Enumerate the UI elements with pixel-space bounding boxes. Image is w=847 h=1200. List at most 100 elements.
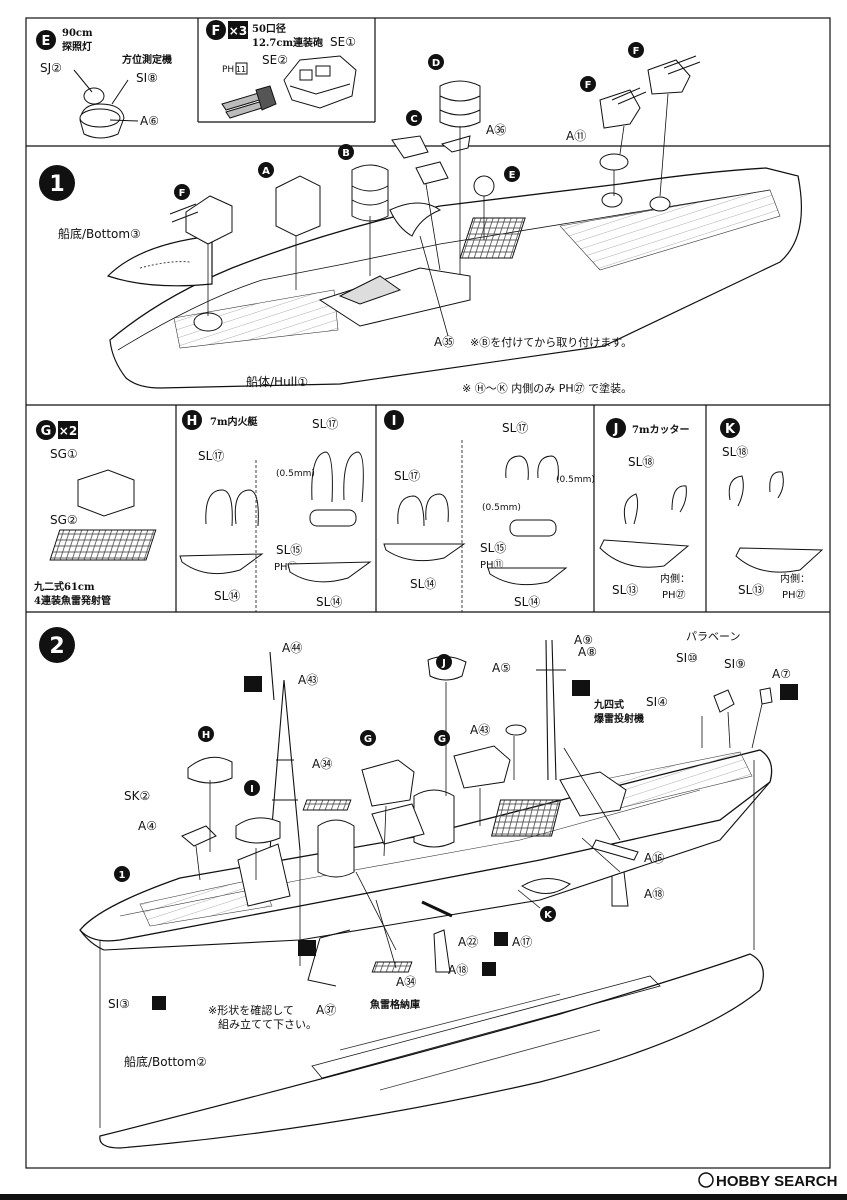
label-a18-b: A⑱ [448, 963, 468, 977]
panel-e-title: 90cm [62, 28, 93, 39]
panel-j: J 7mカッター SL⑱ SL⑬ 内側： PH㉗ [599, 418, 690, 601]
svg-text:1: 1 [49, 172, 64, 197]
svg-text:G: G [364, 734, 372, 745]
step2-callouts: H I G G J K 1 [114, 654, 556, 922]
svg-text:SL⑭: SL⑭ [316, 595, 342, 609]
torpedo-tube-rack [49, 529, 157, 561]
label-a5: A⑤ [492, 661, 511, 675]
svg-text:B: B [342, 148, 350, 159]
svg-text:K: K [544, 910, 553, 921]
svg-text:SL⑭: SL⑭ [214, 589, 240, 603]
panel-e-subtitle: 方位測定機 [122, 53, 172, 66]
svg-text:G: G [438, 734, 446, 745]
svg-text:F: F [585, 80, 592, 91]
step-2: 2 船底/Bottom② [39, 627, 798, 1149]
count-badge-f: ×3 [229, 24, 247, 38]
svg-text:内側：: 内側： [660, 572, 690, 585]
svg-text:SL⑰: SL⑰ [198, 449, 224, 463]
svg-text:H: H [202, 730, 210, 741]
svg-text:F: F [633, 46, 640, 57]
searchlight-part [73, 69, 139, 139]
panel-h: H 7m内火艇 SL⑰ SL⑰ (0.5mm) SL⑮ PH⑪ SL⑭ SL⑭ [179, 410, 372, 612]
launch-hull-1 [179, 553, 264, 575]
svg-text:A: A [262, 166, 270, 177]
note-attach: ※Ⓑを付けてから取り付けます。 [470, 336, 632, 349]
label-hull-1: 船体/Hull① [246, 375, 308, 389]
label-a6: A⑥ [140, 114, 159, 128]
svg-text:C: C [410, 114, 417, 125]
label-sg1: SG① [50, 447, 78, 461]
label-ph: PH [222, 65, 234, 75]
note-shape-1: ※形状を確認して [208, 1003, 294, 1017]
hull-part-1 [109, 167, 803, 389]
svg-text:(0.5mm): (0.5mm) [556, 475, 595, 485]
label-a36: A㊱ [486, 123, 506, 137]
svg-text:(0.5mm): (0.5mm) [482, 503, 521, 513]
label-a53: A㊸ [470, 723, 490, 737]
svg-text:SL⑭: SL⑭ [514, 595, 540, 609]
panel-j-title: 7mカッター [632, 424, 690, 436]
panel-i: I SL⑰ SL⑰ (0.5mm) (0.5mm) SL⑮ PH⑪ SL⑭ SL… [383, 410, 595, 612]
note-paint: ※ Ⓗ～Ⓚ 内側のみ PH㉗ で塗装。 [462, 381, 632, 395]
cement-icons [152, 676, 798, 1010]
svg-text:SL⑱: SL⑱ [628, 455, 654, 469]
label-si10: SI⑩ [676, 651, 698, 665]
label-a4: A④ [138, 819, 157, 833]
svg-text:SL⑭: SL⑭ [410, 577, 436, 591]
watermark-text: HOBBY SEARCH [716, 1173, 837, 1190]
bottom-piece-3 [106, 235, 213, 287]
step1-parts [169, 55, 701, 245]
label-a43: A㊸ [298, 673, 318, 687]
svg-text:SL⑮: SL⑮ [276, 543, 302, 557]
label-a22: A㉒ [458, 935, 478, 949]
label-sg2: SG② [50, 513, 78, 527]
label-si4: SI④ [646, 695, 668, 709]
label-torpedo-store: 魚雷格納庫 [370, 998, 420, 1011]
svg-text:1: 1 [119, 870, 126, 881]
label-a44: A㊹ [282, 641, 302, 655]
svg-text:(0.5mm): (0.5mm) [276, 469, 315, 479]
callout-f [206, 20, 226, 40]
label-si9: SI⑨ [724, 657, 746, 671]
label-a7: A⑦ [772, 667, 791, 681]
label-a17: A⑰ [512, 935, 532, 949]
label-sk2: SK② [124, 789, 150, 803]
panel-f: F ×3 50口径 12.7cm連装砲 SE① SE② PH 11 [206, 20, 357, 119]
svg-text:PH㉗: PH㉗ [662, 589, 686, 601]
label-sj2: SJ② [40, 61, 62, 75]
label-bottom-3: 船底/Bottom③ [58, 226, 141, 241]
svg-text:内側：: 内側： [780, 572, 810, 585]
svg-text:PH㉗: PH㉗ [782, 589, 806, 601]
label-a9: A⑨ [574, 633, 593, 647]
svg-text:F: F [179, 188, 186, 199]
label-a34-b: A㉞ [396, 975, 416, 989]
svg-text:F: F [212, 24, 221, 39]
label-a16: A⑯ [644, 851, 664, 865]
launch-hull-2 [287, 561, 372, 583]
panel-e-title-2: 探照灯 [62, 40, 92, 53]
panel-g: G ×2 SG① SG② 九二式61cm 4連装魚雷発射管 [33, 420, 157, 607]
svg-text:E: E [509, 170, 516, 181]
cutter-hull-j [599, 539, 690, 568]
svg-text:SL⑰: SL⑰ [312, 417, 338, 431]
cutter-hull-k [735, 547, 824, 573]
svg-text:SL⑬: SL⑬ [738, 583, 764, 597]
panel-k: K SL⑱ SL⑬ 内側： PH㉗ [720, 418, 824, 601]
label-si3: SI③ [108, 997, 130, 1011]
svg-text:G: G [41, 424, 52, 439]
note-shape-2: 組み立てて下さい。 [218, 1017, 317, 1031]
bottom-piece-2 [99, 953, 764, 1149]
step-2-badge [39, 627, 75, 663]
label-a37: A㊲ [316, 1003, 336, 1017]
label-se2: SE② [262, 53, 288, 67]
turret-part [221, 55, 357, 119]
panel-e: E 90cm 探照灯 方位測定機 SJ② SI⑧ A⑥ [36, 28, 172, 139]
svg-text:SL⑱: SL⑱ [722, 445, 748, 459]
caption-g-1: 九二式61cm [33, 580, 95, 593]
svg-text:D: D [432, 58, 440, 69]
svg-text:K: K [725, 422, 736, 437]
label-paravane: パラベーン [686, 630, 740, 643]
svg-text:H: H [187, 414, 198, 429]
svg-text:SL⑮: SL⑮ [480, 541, 506, 555]
